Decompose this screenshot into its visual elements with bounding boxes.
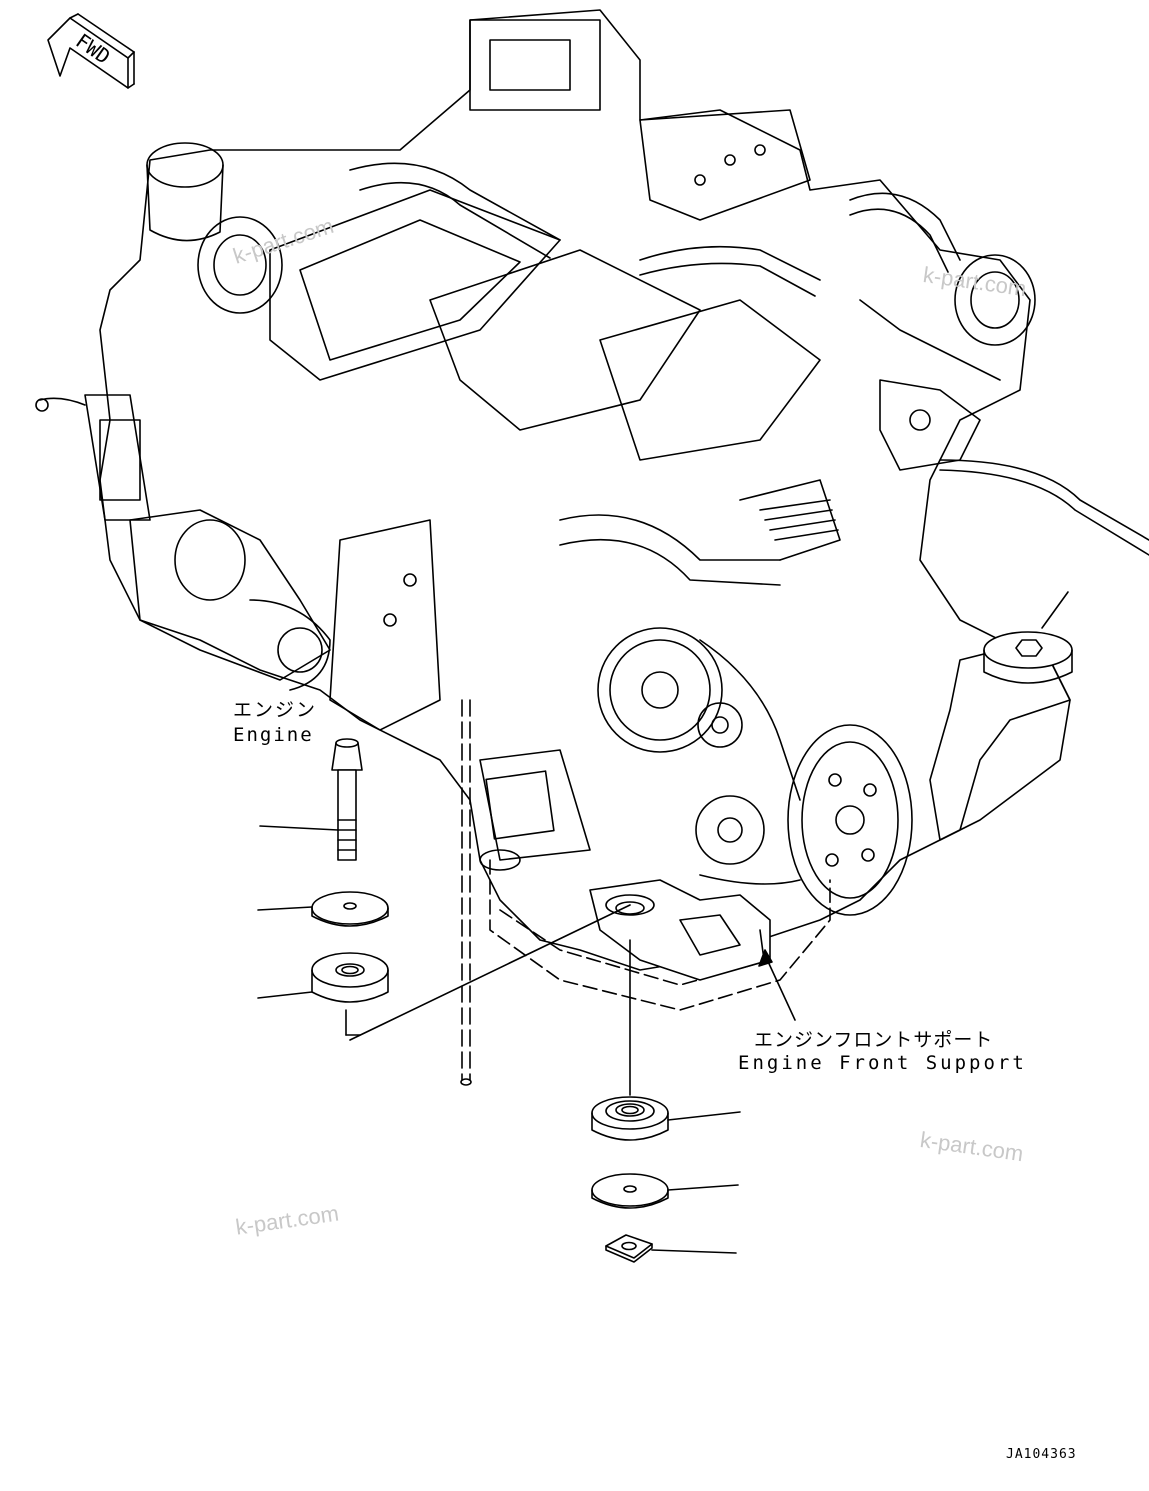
engine-label-en: Engine	[233, 724, 314, 746]
front-support-label-en: Engine Front Support	[738, 1052, 1027, 1074]
drawing-code: JA104363	[1006, 1447, 1077, 1462]
part-lower-washer[interactable]	[591, 1173, 739, 1209]
engine-label-jp: エンジン	[233, 699, 318, 721]
part-upper-cushion[interactable]	[257, 952, 389, 1003]
exploded-view-leaders	[345, 904, 796, 1096]
front-support-label-jp: エンジンフロントサポート	[754, 1029, 994, 1051]
fwd-arrow-icon: FWD	[47, 13, 135, 89]
part-rear-mount-cushion[interactable]	[983, 591, 1073, 684]
part-nut[interactable]	[605, 1234, 737, 1263]
part-bolt[interactable]	[259, 738, 363, 861]
front-support-bracket	[589, 879, 771, 981]
part-upper-washer[interactable]	[257, 891, 389, 927]
engine-assembly	[35, 9, 1149, 1086]
part-lower-cushion[interactable]	[591, 1096, 741, 1141]
